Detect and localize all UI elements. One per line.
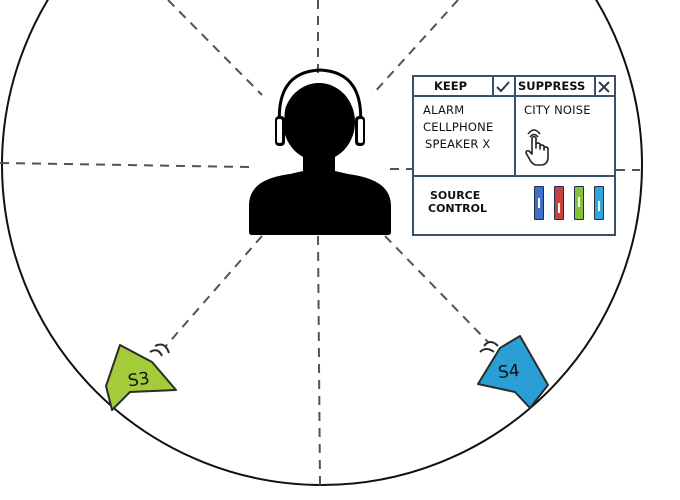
check-icon[interactable] bbox=[494, 79, 512, 95]
headphone-band bbox=[277, 68, 363, 131]
keep-item-alarm[interactable]: ALARM bbox=[423, 103, 465, 117]
keep-item-cellphone[interactable]: CELLPHONE bbox=[423, 120, 494, 134]
keep-item-speaker-x[interactable]: SPEAKER X bbox=[425, 137, 491, 151]
source-slider-2[interactable] bbox=[554, 186, 564, 220]
speaker-s3-wave-icon bbox=[149, 343, 170, 357]
suppress-header-label: SUPPRESS bbox=[518, 79, 586, 93]
speaker-s3-label: S3 bbox=[126, 368, 151, 392]
divider bbox=[414, 175, 614, 177]
speaker-s3-shape bbox=[105, 344, 177, 411]
speaker-s4[interactable] bbox=[477, 335, 549, 409]
source-slider-1[interactable] bbox=[534, 186, 544, 220]
divider bbox=[594, 77, 596, 97]
hand-tap-icon bbox=[525, 129, 549, 166]
source-control-line2: CONTROL bbox=[428, 202, 487, 215]
listening-circle bbox=[1, 0, 643, 486]
source-filter-panel: KEEP SUPPRESS ALARM CELLPHONE SPEAKER X … bbox=[412, 75, 616, 236]
source-control-line1: SOURCE bbox=[430, 189, 481, 202]
source-control-label: SOURCE CONTROL bbox=[428, 189, 487, 215]
divider bbox=[514, 77, 516, 177]
source-slider-3[interactable] bbox=[574, 186, 584, 220]
keep-header-label: KEEP bbox=[434, 79, 468, 93]
speaker-s4-shape bbox=[477, 335, 549, 409]
listener-body bbox=[249, 156, 391, 235]
suppress-item-city-noise[interactable]: CITY NOISE bbox=[524, 103, 591, 117]
suppress-list: CITY NOISE bbox=[524, 102, 591, 119]
divider bbox=[492, 77, 494, 97]
keep-list: ALARM CELLPHONE SPEAKER X bbox=[423, 102, 493, 153]
source-slider-4[interactable] bbox=[594, 186, 604, 220]
speaker-s4-label: S4 bbox=[497, 360, 521, 384]
listener-head bbox=[283, 83, 355, 161]
speaker-s4-wave-icon bbox=[479, 341, 499, 353]
close-icon[interactable] bbox=[596, 79, 612, 95]
speaker-s3[interactable] bbox=[105, 343, 177, 411]
listener-icon bbox=[249, 68, 391, 235]
radial-dashed-lines bbox=[0, 0, 640, 487]
